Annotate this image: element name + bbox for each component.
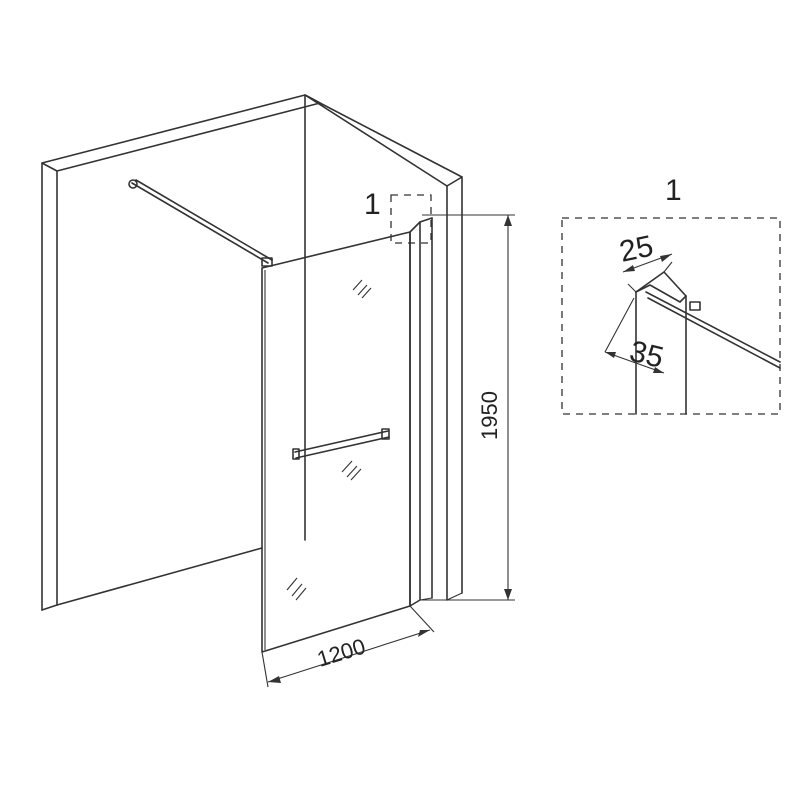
- detail-view-1: 1 25 35: [561, 174, 781, 415]
- detail-1-label: 1: [665, 174, 682, 207]
- width-dimension: 1200: [261, 605, 435, 688]
- detail-glass: [645, 291, 781, 369]
- stabilizer-bar: [128, 179, 273, 267]
- wall-corner: [41, 94, 463, 611]
- towel-bar: [292, 428, 390, 460]
- height-dimension: 1950: [422, 214, 515, 601]
- wall-profile: [627, 261, 701, 415]
- callout-1-label: 1: [364, 188, 381, 221]
- glass-reflections: [286, 279, 372, 601]
- height-label: 1950: [477, 391, 502, 440]
- callout-1-marker: 1: [364, 188, 432, 244]
- profile-depth-dimension: 35: [604, 297, 667, 375]
- width-label: 1200: [314, 634, 368, 672]
- glass-panel: [261, 217, 440, 653]
- profile-width-label: 25: [617, 230, 657, 269]
- profile-width-dimension: 25: [617, 230, 673, 273]
- profile-depth-label: 35: [626, 335, 666, 375]
